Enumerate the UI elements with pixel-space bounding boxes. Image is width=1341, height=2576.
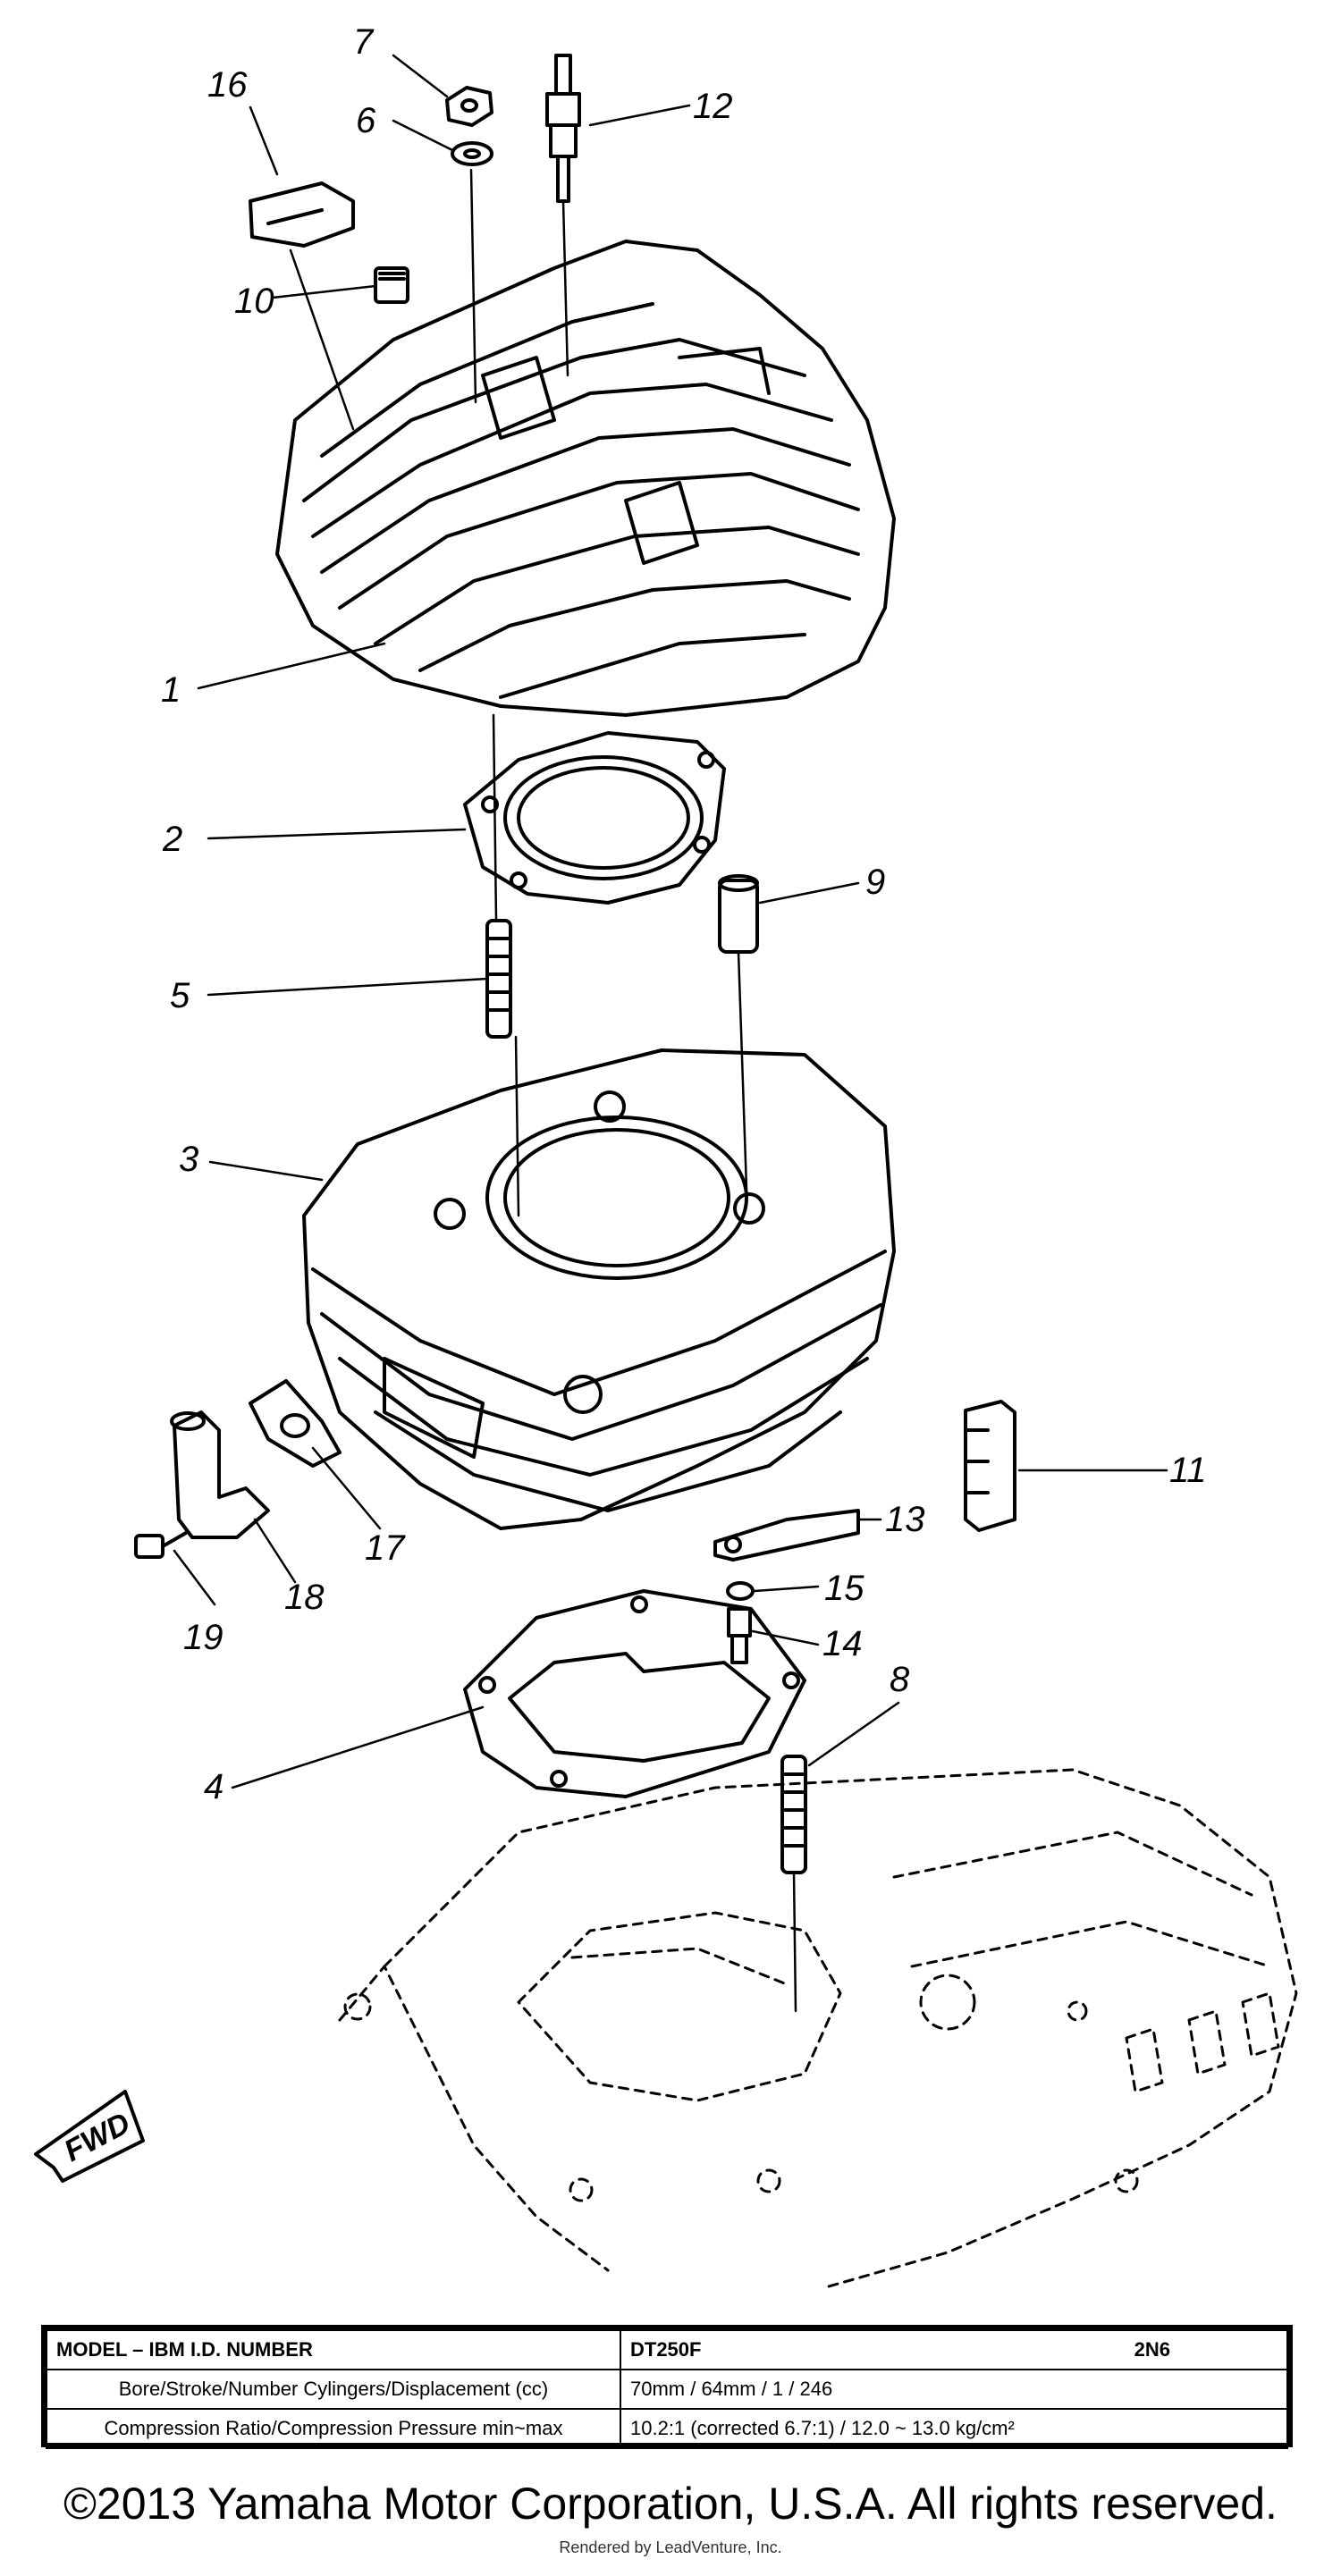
- callout-8: 8: [890, 1660, 910, 1699]
- callout-6: 6: [356, 101, 376, 140]
- callout-7: 7: [353, 22, 375, 62]
- elbow-fitting-part-18: [170, 1410, 270, 1539]
- callout-13: 13: [885, 1500, 925, 1539]
- callout-9: 9: [865, 863, 885, 902]
- callout-3: 3: [179, 1140, 198, 1179]
- callout-15: 15: [824, 1569, 864, 1608]
- callout-2: 2: [162, 820, 182, 859]
- dowel-pin-part-9: [718, 874, 759, 954]
- spec-label: Compression Ratio/Compression Pressure m…: [46, 2408, 621, 2449]
- washer-part-15: [726, 1581, 755, 1601]
- bolt-part-14: [727, 1607, 752, 1664]
- spark-plug-part-12: [545, 54, 581, 203]
- base-gasket-part-4: [463, 1589, 806, 1798]
- gasket-part-17: [249, 1379, 342, 1468]
- spec-label: MODEL – IBM I.D. NUMBER: [46, 2329, 621, 2370]
- model-code: 2N6: [1134, 2338, 1170, 2361]
- leader-lines: [173, 54, 1168, 2013]
- nut-part-7: [445, 86, 493, 127]
- callout-1: 1: [161, 670, 181, 710]
- callout-5: 5: [170, 976, 190, 1015]
- fwd-label: FWD: [59, 2106, 136, 2168]
- callout-11: 11: [1169, 1451, 1207, 1490]
- callout-16: 16: [207, 65, 248, 105]
- screw-part-19: [134, 1531, 188, 1559]
- table-row: Bore/Stroke/Number Cylingers/Displacemen…: [46, 2369, 1288, 2410]
- damper-part-11: [964, 1400, 1016, 1532]
- crankcase-outline: [338, 1768, 1298, 2288]
- callout-18: 18: [284, 1578, 325, 1617]
- cylinder-head-part: [275, 240, 896, 717]
- washer-part-6: [451, 141, 493, 166]
- bracket-part-13: [713, 1509, 860, 1562]
- head-gasket-part-2: [463, 731, 726, 905]
- stud-bolt-part-5: [485, 919, 512, 1039]
- damper-part-10: [374, 266, 409, 304]
- damper-pad-part-16: [249, 181, 355, 248]
- callout-17: 17: [365, 1528, 406, 1568]
- callout-14: 14: [822, 1624, 863, 1663]
- table-row: Compression Ratio/Compression Pressure m…: [46, 2408, 1288, 2449]
- callout-4: 4: [204, 1767, 224, 1806]
- rendered-by-credit: Rendered by LeadVenture, Inc.: [559, 2538, 782, 2556]
- table-row: MODEL – IBM I.D. NUMBER DT250F 2N6: [46, 2329, 1288, 2370]
- cylinder-part-3: [302, 1048, 896, 1530]
- callout-10: 10: [234, 282, 274, 321]
- callout-19: 19: [183, 1618, 224, 1657]
- model-value: DT250F: [630, 2338, 702, 2361]
- stud-bolt-part-8: [780, 1755, 807, 1874]
- spec-table: MODEL – IBM I.D. NUMBER DT250F 2N6 Bore/…: [41, 2325, 1293, 2449]
- spec-label: Bore/Stroke/Number Cylingers/Displacemen…: [46, 2369, 621, 2410]
- fwd-arrow-icon: [34, 2090, 145, 2183]
- spec-value: DT250F 2N6: [620, 2329, 1288, 2370]
- exploded-parts-diagram: 1 2 3 4 5 6 7 8 9 10 11 12 13 14 15 16 1…: [34, 22, 1298, 2288]
- copyright-notice: ©2013 Yamaha Motor Corporation, U.S.A. A…: [63, 2479, 1278, 2529]
- callout-12: 12: [693, 87, 733, 126]
- spec-value: 10.2:1 (corrected 6.7:1) / 12.0 ~ 13.0 k…: [620, 2408, 1288, 2449]
- spec-value: 70mm / 64mm / 1 / 246: [620, 2369, 1288, 2410]
- callout-labels: 1 2 3 4 5 6 7 8 9 10 11 12 13 14 15 16 1…: [59, 22, 1207, 2168]
